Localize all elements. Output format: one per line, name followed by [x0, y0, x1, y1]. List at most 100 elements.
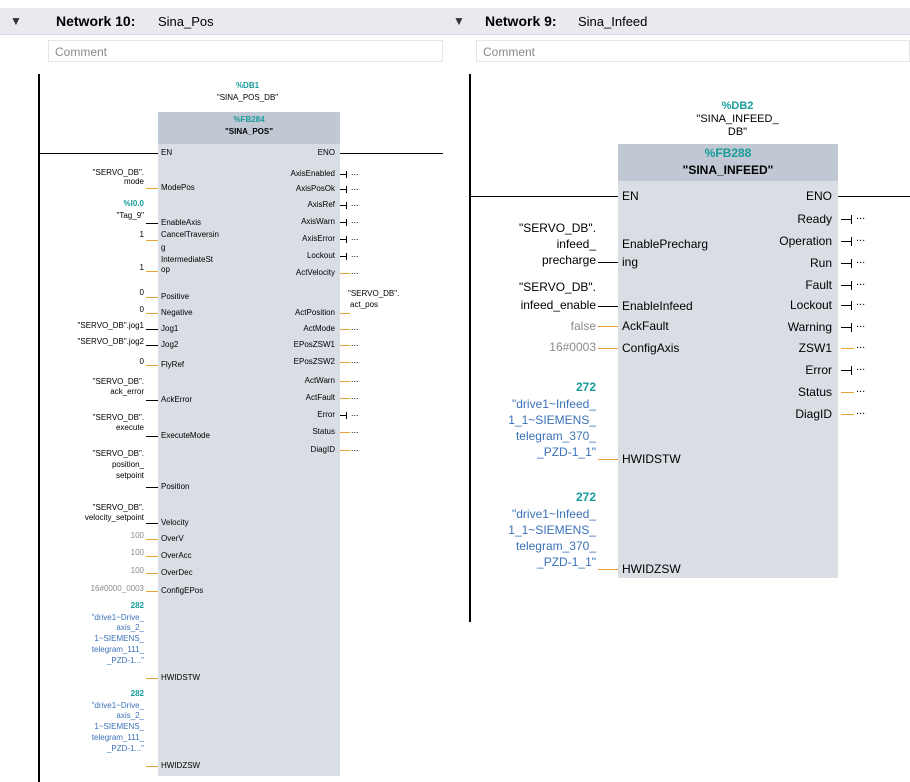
output-dots[interactable]: ... [351, 425, 359, 435]
output-dots[interactable]: ... [351, 182, 359, 192]
operand-hwidstw[interactable]: axis_2_ [116, 623, 144, 632]
network-9-header[interactable]: ▼ Network 9: Sina_Infeed [445, 8, 910, 35]
operand-jog2[interactable]: "SERVO_DB".jog2 [77, 337, 144, 346]
fb-name: "SINA_INFEED" [682, 163, 774, 177]
output-dots[interactable]: ... [856, 254, 866, 266]
output-dots[interactable]: ... [856, 361, 866, 373]
output-dots[interactable]: ... [856, 383, 866, 395]
operand-hwidzsw[interactable]: 1_1~SIEMENS_ [508, 523, 596, 537]
operand-velocity[interactable]: "SERVO_DB". [92, 503, 144, 512]
operand-enableaxis[interactable]: "Tag_9" [116, 211, 144, 220]
operand-hwidzsw[interactable]: 1~SIEMENS_ [94, 722, 144, 731]
output-pin-label: ENO [317, 148, 335, 157]
collapse-triangle-icon[interactable]: ▼ [10, 14, 22, 28]
operand-hwidstw[interactable]: telegram_111_ [91, 645, 144, 654]
fb-sina-pos-block[interactable]: %FB284 "SINA_POS" [158, 112, 340, 776]
operand-mode[interactable]: mode [123, 177, 144, 186]
output-dots[interactable]: ... [351, 249, 359, 259]
operand-precharge[interactable]: infeed_ [556, 237, 596, 251]
collapse-triangle-icon[interactable]: ▼ [453, 14, 465, 28]
output-dots[interactable]: ... [351, 338, 359, 348]
operand-hwidstw[interactable]: _PZD-1..." [106, 656, 144, 665]
operand-negative[interactable]: 0 [139, 305, 144, 314]
operand-velocity[interactable]: velocity_setpoint [84, 513, 144, 522]
operand-hwidzsw[interactable]: "drive1~Drive_ [91, 701, 144, 710]
operand-hwidstw[interactable]: "drive1~Drive_ [91, 613, 144, 622]
output-pin-label: AxisEnabled [290, 169, 335, 178]
operand-hwidstw[interactable]: "drive1~Infeed_ [512, 397, 596, 411]
fb-sina-infeed-block[interactable]: %FB288 "SINA_INFEED" [618, 144, 838, 578]
network-name[interactable]: Sina_Infeed [578, 14, 648, 29]
operand-position[interactable]: "SERVO_DB". [92, 449, 144, 458]
operand-position[interactable]: position_ [111, 460, 144, 469]
operand-address[interactable]: %I0.0 [123, 199, 144, 208]
output-dots[interactable]: ... [856, 232, 866, 244]
operand-precharge[interactable]: "SERVO_DB". [519, 221, 596, 235]
operand-hwidzsw[interactable]: axis_2_ [116, 711, 144, 720]
operand-positive[interactable]: 0 [139, 288, 144, 297]
operand-position[interactable]: setpoint [115, 471, 144, 480]
operand-mode[interactable]: "SERVO_DB". [92, 168, 144, 177]
instance-db[interactable]: %DB1 "SINA_POS_DB" [180, 80, 315, 104]
fb-header: %FB284 "SINA_POS" [158, 112, 340, 144]
network-10-header[interactable]: ▼ Network 10: Sina_Pos [0, 8, 445, 35]
operand-hwidstw[interactable]: 1_1~SIEMENS_ [508, 413, 596, 427]
output-pin-label: EPosZSW1 [293, 340, 335, 349]
operand-hwidstw[interactable]: 282 [130, 601, 144, 610]
operand-ackerror[interactable]: "SERVO_DB". [92, 377, 144, 386]
operand-ackfault[interactable]: false [570, 319, 596, 333]
instance-db[interactable]: %DB2 "SINA_INFEED_ DB" [665, 100, 810, 139]
output-dots[interactable]: ... [351, 391, 359, 401]
output-wire-stub [346, 236, 347, 243]
output-dots[interactable]: ... [351, 355, 359, 365]
operand-execute[interactable]: "SERVO_DB". [92, 413, 144, 422]
actposition-operand[interactable]: "SERVO_DB". [348, 289, 400, 298]
operand-precharge[interactable]: precharge [541, 253, 596, 267]
output-dots[interactable]: ... [856, 339, 866, 351]
operand-overacc[interactable]: 100 [130, 548, 144, 557]
output-dots[interactable]: ... [351, 408, 359, 418]
operand-cancel[interactable]: 1 [139, 230, 144, 239]
network-comment[interactable]: Comment [48, 40, 443, 62]
output-dots[interactable]: ... [856, 210, 866, 222]
operand-execute[interactable]: execute [115, 423, 144, 432]
fb-number: %FB288 [704, 146, 752, 160]
operand-hwidzsw[interactable]: _PZD-1_1" [537, 555, 596, 569]
operand-hwidzsw[interactable]: _PZD-1..." [106, 744, 144, 753]
operand-enableinfeed[interactable]: "SERVO_DB". [519, 280, 596, 294]
output-dots[interactable]: ... [856, 296, 866, 308]
operand-hwidstw[interactable]: 272 [575, 380, 596, 394]
output-dots[interactable]: ... [351, 232, 359, 242]
operand-configepos[interactable]: 16#0000_0003 [90, 584, 144, 593]
output-dots[interactable]: ... [351, 443, 359, 453]
output-dots[interactable]: ... [856, 276, 866, 288]
operand-enableinfeed[interactable]: infeed_enable [520, 298, 596, 312]
operand-jog1[interactable]: "SERVO_DB".jog1 [77, 321, 144, 330]
output-dots[interactable]: ... [351, 322, 359, 332]
operand-hwidzsw[interactable]: "drive1~Infeed_ [512, 507, 596, 521]
network-name[interactable]: Sina_Pos [158, 14, 214, 29]
output-dots[interactable]: ... [856, 405, 866, 417]
output-dots[interactable]: ... [351, 198, 359, 208]
operand-hwidzsw[interactable]: 282 [130, 689, 144, 698]
output-pin-label: DiagID [310, 445, 335, 454]
output-dots[interactable]: ... [856, 318, 866, 330]
operand-hwidstw[interactable]: telegram_370_ [515, 429, 596, 443]
network-comment[interactable]: Comment [476, 40, 910, 62]
operand-hwidzsw[interactable]: telegram_370_ [515, 539, 596, 553]
operand-overv[interactable]: 100 [130, 531, 144, 540]
operand-hwidzsw[interactable]: 272 [575, 490, 596, 504]
operand-hwidzsw[interactable]: telegram_111_ [91, 733, 144, 742]
operand-overdec[interactable]: 100 [130, 566, 144, 575]
operand-intermediate[interactable]: 1 [139, 263, 144, 272]
operand-hwidstw[interactable]: 1~SIEMENS_ [94, 634, 144, 643]
output-dots[interactable]: ... [351, 167, 359, 177]
operand-flyref[interactable]: 0 [139, 357, 144, 366]
output-dots[interactable]: ... [351, 374, 359, 384]
operand-configaxis[interactable]: 16#0003 [549, 340, 596, 354]
operand-hwidstw[interactable]: _PZD-1_1" [537, 445, 596, 459]
output-dots[interactable]: ... [351, 266, 359, 276]
output-dots[interactable]: ... [351, 215, 359, 225]
actposition-operand[interactable]: act_pos [350, 300, 379, 309]
operand-ackerror[interactable]: ack_error [110, 387, 144, 396]
